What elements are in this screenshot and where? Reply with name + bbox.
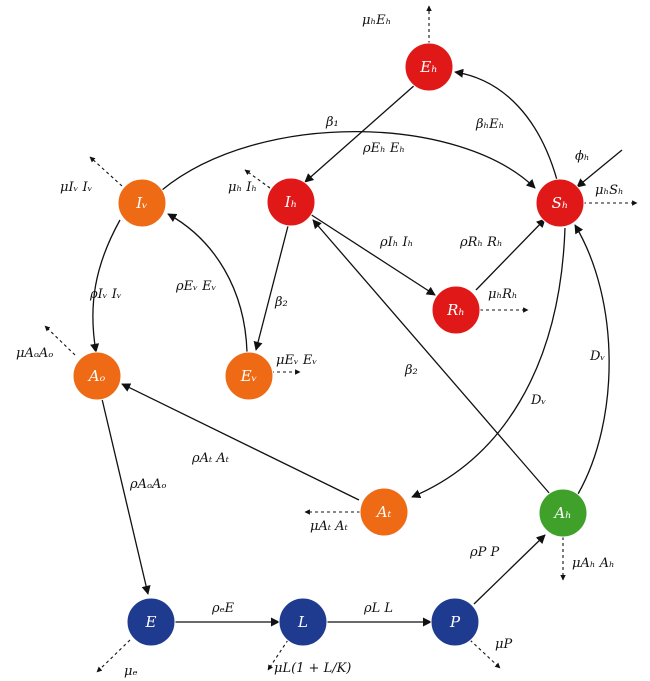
node-eh-circle xyxy=(404,42,454,92)
death-l xyxy=(267,639,289,671)
node-sh-circle xyxy=(535,178,585,228)
edge-ev-to-iv xyxy=(167,213,248,353)
edge-p-to-ah xyxy=(473,534,546,605)
label-mu-h-eh: μₕEₕ xyxy=(362,13,391,28)
label-mu-ev-ev: μEᵥ Eᵥ xyxy=(276,353,317,368)
label-mu-e: μₑ xyxy=(124,664,137,679)
node-l: L xyxy=(278,597,328,647)
node-e-circle xyxy=(126,597,176,647)
node-ih: Iₕ xyxy=(266,177,316,227)
node-sh: Sₕ xyxy=(535,178,585,228)
node-iv-label: Iᵥ xyxy=(135,194,148,212)
node-l-circle xyxy=(278,597,328,647)
node-at-label: Aₜ xyxy=(375,503,392,521)
edge-ah-to-ih xyxy=(312,219,551,495)
node-p-circle xyxy=(430,597,480,647)
label-beta2-left: β₂ xyxy=(274,295,288,310)
death-e xyxy=(96,639,131,673)
label-rho-p-p: ρP P xyxy=(469,545,500,560)
node-ao-circle xyxy=(72,351,122,401)
node-ev-label: Eᵥ xyxy=(240,367,258,385)
node-at: Aₜ xyxy=(359,487,409,537)
node-ih-circle xyxy=(266,177,316,227)
edge-ih-to-ev xyxy=(253,225,289,351)
label-mu-ao-ao: μAₒAₒ xyxy=(16,346,53,361)
edge-eh-to-ih xyxy=(304,83,417,183)
node-ah: Aₕ xyxy=(538,488,588,538)
node-ah-label: Aₕ xyxy=(552,504,571,522)
node-ah-circle xyxy=(538,488,588,538)
label-rho-l-l: ρL L xyxy=(363,601,393,616)
label-rho-iv-iv: ρIᵥ Iᵥ xyxy=(89,287,122,302)
label-mu-h-rh: μₕRₕ xyxy=(488,287,518,302)
edge-sh-to-eh xyxy=(454,68,558,181)
label-mu-h-sh: μₕSₕ xyxy=(595,183,624,198)
node-p: P xyxy=(430,597,480,647)
label-rho-e-e: ρₑE xyxy=(211,601,235,616)
edge-labels: μₕEₕ βₕEₕ β₁ ρEₕ Eₕ ϕₕ μₕSₕ μIᵥ Iᵥ μₕ Iₕ… xyxy=(16,13,624,679)
node-at-circle xyxy=(359,487,409,537)
node-rh-label: Rₕ xyxy=(446,301,465,319)
label-beta2-center: β₂ xyxy=(404,363,418,378)
death-ao xyxy=(44,325,76,356)
label-mu-ah-ah: μAₕ Aₕ xyxy=(572,556,615,571)
node-iv: Iᵥ xyxy=(117,178,167,228)
label-dv-center: Dᵥ xyxy=(530,393,546,408)
edge-ah-to-sh xyxy=(574,224,610,495)
transition-edges xyxy=(90,68,623,627)
edge-ih-to-rh xyxy=(309,213,436,296)
node-ao: Aₒ xyxy=(72,351,122,401)
label-mu-p: μP xyxy=(495,637,512,652)
label-mu-at-at: μAₜ Aₜ xyxy=(310,519,349,534)
label-phi-h: ϕₕ xyxy=(575,149,590,164)
nodes: Eₕ Sₕ Iₕ Rₕ Iᵥ Eᵥ Aₒ Aₜ xyxy=(72,42,588,647)
death-p xyxy=(469,639,501,669)
label-rho-eh-eh: ρEₕ Eₕ xyxy=(362,141,405,156)
death-iv xyxy=(89,156,123,187)
node-l-label: L xyxy=(297,613,308,631)
node-e-label: E xyxy=(145,613,157,631)
node-e: E xyxy=(126,597,176,647)
label-mu-h-ih: μₕ Iₕ xyxy=(228,180,257,195)
label-mu-l: μL(1 + L/K) xyxy=(274,661,351,676)
node-eh: Eₕ xyxy=(404,42,454,92)
label-rho-rh-rh: ρRₕ Rₕ xyxy=(459,235,503,250)
mortality-edges xyxy=(44,5,638,673)
edge-ao-to-e xyxy=(101,398,151,595)
node-sh-label: Sₕ xyxy=(552,194,569,212)
label-beta1: β₁ xyxy=(325,115,339,130)
edge-at-to-ao xyxy=(121,383,360,501)
edge-phi-into-sh xyxy=(576,149,623,188)
node-ev-circle xyxy=(224,351,274,401)
label-mu-iv-iv: μIᵥ Iᵥ xyxy=(60,180,93,195)
edge-sh-to-at xyxy=(411,227,566,499)
label-rho-ev-ev: ρEᵥ Eᵥ xyxy=(175,279,217,294)
death-ih xyxy=(244,169,271,189)
label-rho-ao-ao: ρAₒAₒ xyxy=(129,477,166,492)
node-p-label: P xyxy=(449,613,461,631)
node-iv-circle xyxy=(117,178,167,228)
node-ao-label: Aₒ xyxy=(87,367,106,385)
label-rho-at-at: ρAₜ Aₜ xyxy=(191,451,230,466)
label-rho-ih-ih: ρIₕ Iₕ xyxy=(379,235,413,250)
label-beta-h-eh: βₕEₕ xyxy=(475,117,504,132)
label-dv-right: Dᵥ xyxy=(589,349,605,364)
edge-iv-to-sh xyxy=(161,131,536,191)
node-ev: Eᵥ xyxy=(224,351,274,401)
edge-iv-to-ao xyxy=(90,219,121,353)
node-ih-label: Iₕ xyxy=(284,193,297,211)
edge-rh-to-sh xyxy=(475,218,546,291)
node-eh-label: Eₕ xyxy=(419,58,437,76)
node-rh: Rₕ xyxy=(431,285,481,335)
node-rh-circle xyxy=(431,285,481,335)
